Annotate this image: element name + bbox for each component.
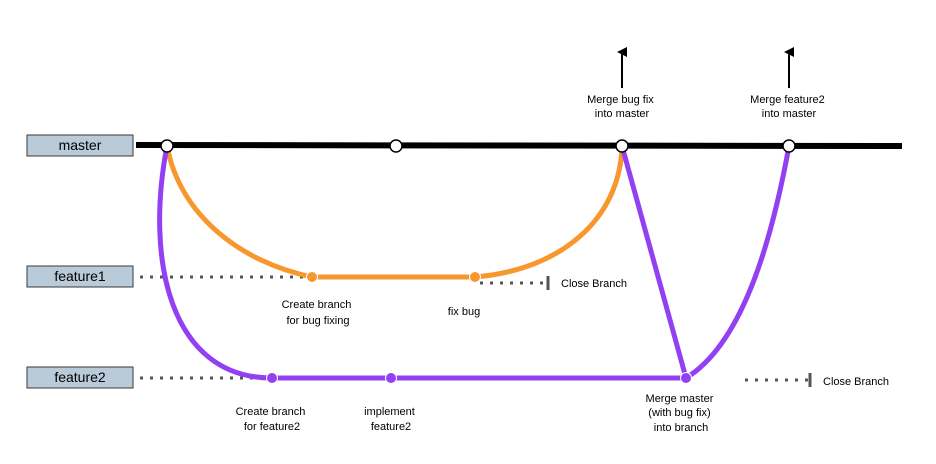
note-line: implement [364,406,415,418]
merge-bugfix-note: Merge bug fix into master [587,94,657,120]
note-line: Create branch [282,299,352,311]
create-feature2-note: Create branch for feature2 [236,406,309,433]
note-line: into master [762,108,817,120]
implement-note: implement feature2 [364,406,418,433]
feature2-path [157,145,686,381]
close-branch-1-note: Close Branch [561,278,627,290]
note-line: Create branch [236,406,306,418]
fix-bug-note: fix bug [448,306,480,318]
create-bugfix-note: Create branch for bug fixing [282,299,355,327]
feature2-label: feature2 [26,366,134,389]
feature1-label-box [26,265,134,288]
master-commit [160,139,174,153]
merge-master-into-feature2-path [619,145,689,379]
master-label: master [26,134,134,157]
note-line: fix bug [448,306,480,318]
note-line: Merge feature2 [750,94,825,106]
close-branch-2-note: Close Branch [823,376,889,388]
feature1-label: feature1 [26,265,134,288]
merge-feature2-note: Merge feature2 into master [750,94,828,120]
feature2-label-text: feature2 [54,369,106,385]
note-line: feature2 [371,421,411,433]
feature1-commit [469,271,481,283]
note-line: into master [595,108,650,120]
feature2-label-box [26,366,134,389]
feature2-commit [385,372,397,384]
master-line [135,142,903,149]
master-label-text: master [59,137,102,153]
note-line: into branch [654,422,708,434]
feature2-commit [266,372,278,384]
merge-master-note: Merge master (with bug fix) into branch [646,393,717,434]
master-commit [389,139,403,153]
feature1-label-text: feature1 [54,268,106,284]
note-line: Merge bug fix [587,94,654,106]
master-commit [615,139,629,153]
master-commit [782,139,796,153]
note-line: Close Branch [561,278,627,290]
note-line: Close Branch [823,376,889,388]
master-label-box [26,134,134,157]
note-line: for bug fixing [287,315,350,327]
note-line: Merge master [646,393,714,405]
feature1-path [164,145,625,280]
merge-feature2-into-master-path [684,145,792,381]
feature1-commit [306,271,318,283]
note-line: (with bug fix) [648,407,710,419]
note-line: for feature2 [244,421,300,433]
feature2-commit [680,372,692,384]
